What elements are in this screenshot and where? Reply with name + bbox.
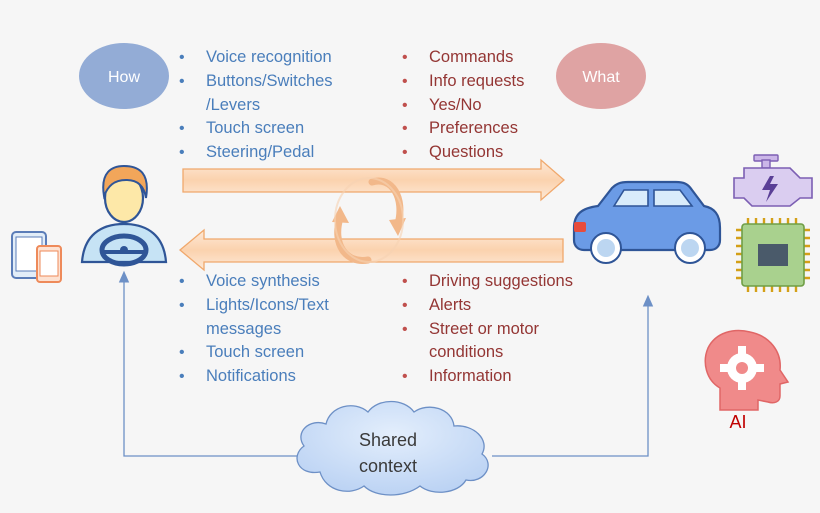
list-item: Information <box>399 365 573 389</box>
chip-icon <box>736 218 810 292</box>
list-item: Voice recognition <box>176 46 333 70</box>
list-item: Commands <box>399 46 524 70</box>
shared-context-connectors <box>118 270 654 457</box>
shared-context-line2: context <box>359 456 417 476</box>
list-item: Steering/Pedal <box>176 141 333 165</box>
list-item: Driving suggestions <box>399 270 573 294</box>
how-label: How <box>108 69 140 86</box>
ai-head-icon <box>704 329 790 411</box>
output-content-list: Driving suggestions Alerts Street or mot… <box>399 270 573 389</box>
what-label: What <box>582 69 620 86</box>
car-icon <box>572 180 722 264</box>
input-content-list: Commands Info requests Yes/No Preference… <box>399 46 524 165</box>
list-item: Alerts <box>399 294 573 318</box>
shared-context-line1: Shared <box>359 430 417 450</box>
list-item: Voice synthesis <box>176 270 329 294</box>
output-flow-arrow <box>178 228 564 272</box>
list-item: Yes/No <box>399 94 524 118</box>
devices-icon <box>11 231 62 283</box>
list-item: Touch screen <box>176 341 329 365</box>
list-item: Preferences <box>399 117 524 141</box>
cycle-arrows-icon <box>332 177 406 264</box>
how-bubble: How <box>79 43 169 109</box>
list-item: Questions <box>399 141 524 165</box>
list-item: Buttons/Switches/Levers <box>176 70 333 118</box>
what-bubble: What <box>556 43 646 109</box>
ai-label: AI <box>729 412 746 432</box>
cloud-icon: Shared context <box>296 400 489 496</box>
list-item: Notifications <box>176 365 329 389</box>
list-item: Info requests <box>399 70 524 94</box>
input-methods-list: Voice recognition Buttons/Switches/Lever… <box>176 46 333 165</box>
driver-icon <box>80 164 168 267</box>
output-methods-list: Voice synthesis Lights/Icons/Textmessage… <box>176 270 329 389</box>
list-item: Touch screen <box>176 117 333 141</box>
engine-icon <box>733 154 813 207</box>
